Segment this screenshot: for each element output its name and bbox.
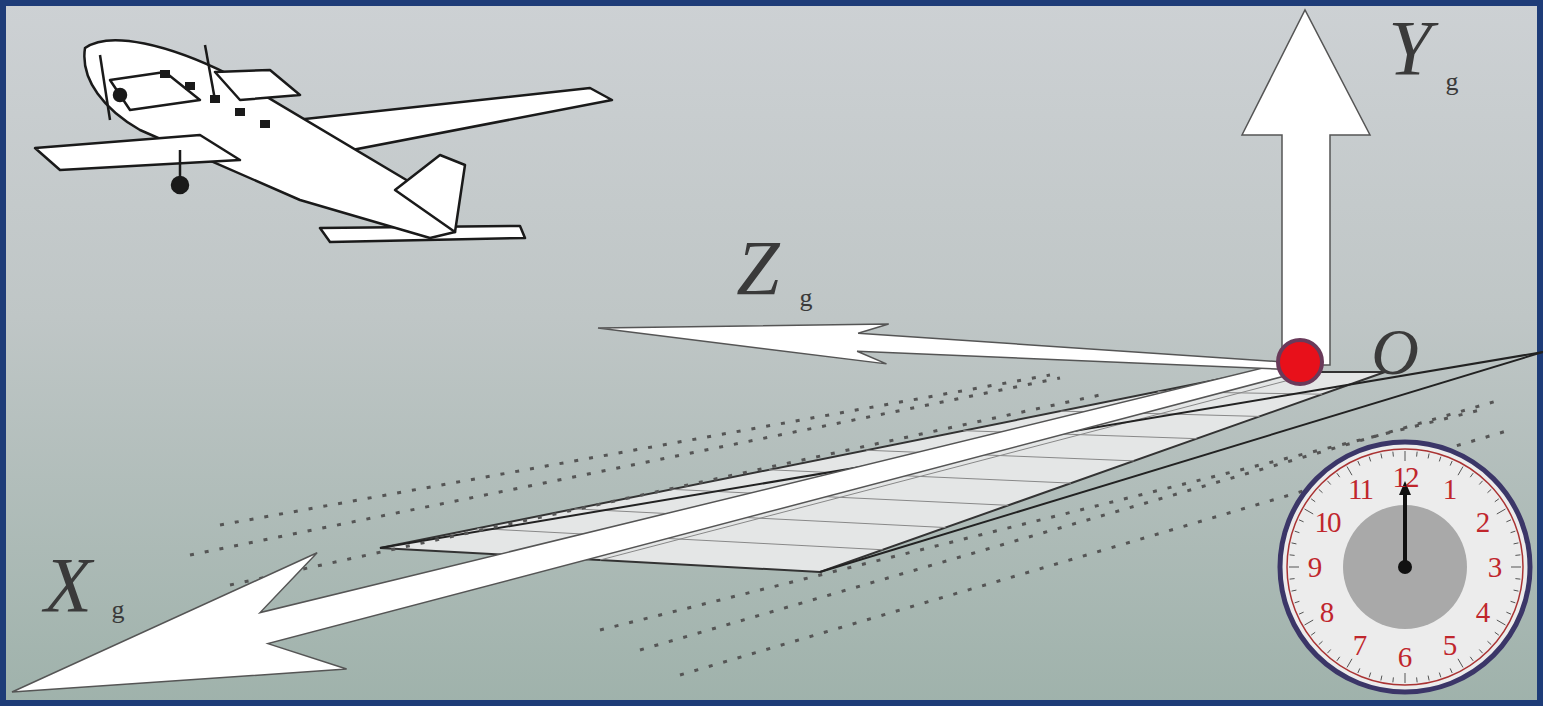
y-axis-arrow	[1242, 10, 1370, 365]
axis-subscript: g	[112, 597, 125, 623]
aircraft	[35, 40, 612, 242]
x-axis-arrow	[12, 362, 1292, 692]
clock-number: 5	[1443, 630, 1458, 659]
clock-number: 9	[1308, 553, 1323, 582]
clock-number: 6	[1398, 643, 1413, 672]
axis-letter: Z	[736, 229, 779, 307]
clock-number: 1	[1443, 475, 1458, 504]
axis-subscript: g	[800, 285, 813, 311]
clock-number: 4	[1476, 598, 1491, 627]
axis-letter: X	[44, 546, 92, 624]
origin-label: O	[1371, 319, 1419, 385]
z-axis-arrow	[598, 324, 1290, 370]
axis-letter: Y	[1388, 9, 1431, 87]
clock	[1280, 442, 1530, 692]
origin-dot	[1278, 340, 1322, 384]
clock-number: 2	[1476, 508, 1491, 537]
clock-number: 3	[1488, 553, 1503, 582]
clock-number: 7	[1353, 630, 1368, 659]
clock-number: 12	[1393, 463, 1418, 492]
clock-number: 10	[1315, 508, 1340, 537]
clock-number: 11	[1348, 475, 1372, 504]
axis-subscript: g	[1446, 69, 1459, 95]
clock-number: 8	[1320, 598, 1335, 627]
